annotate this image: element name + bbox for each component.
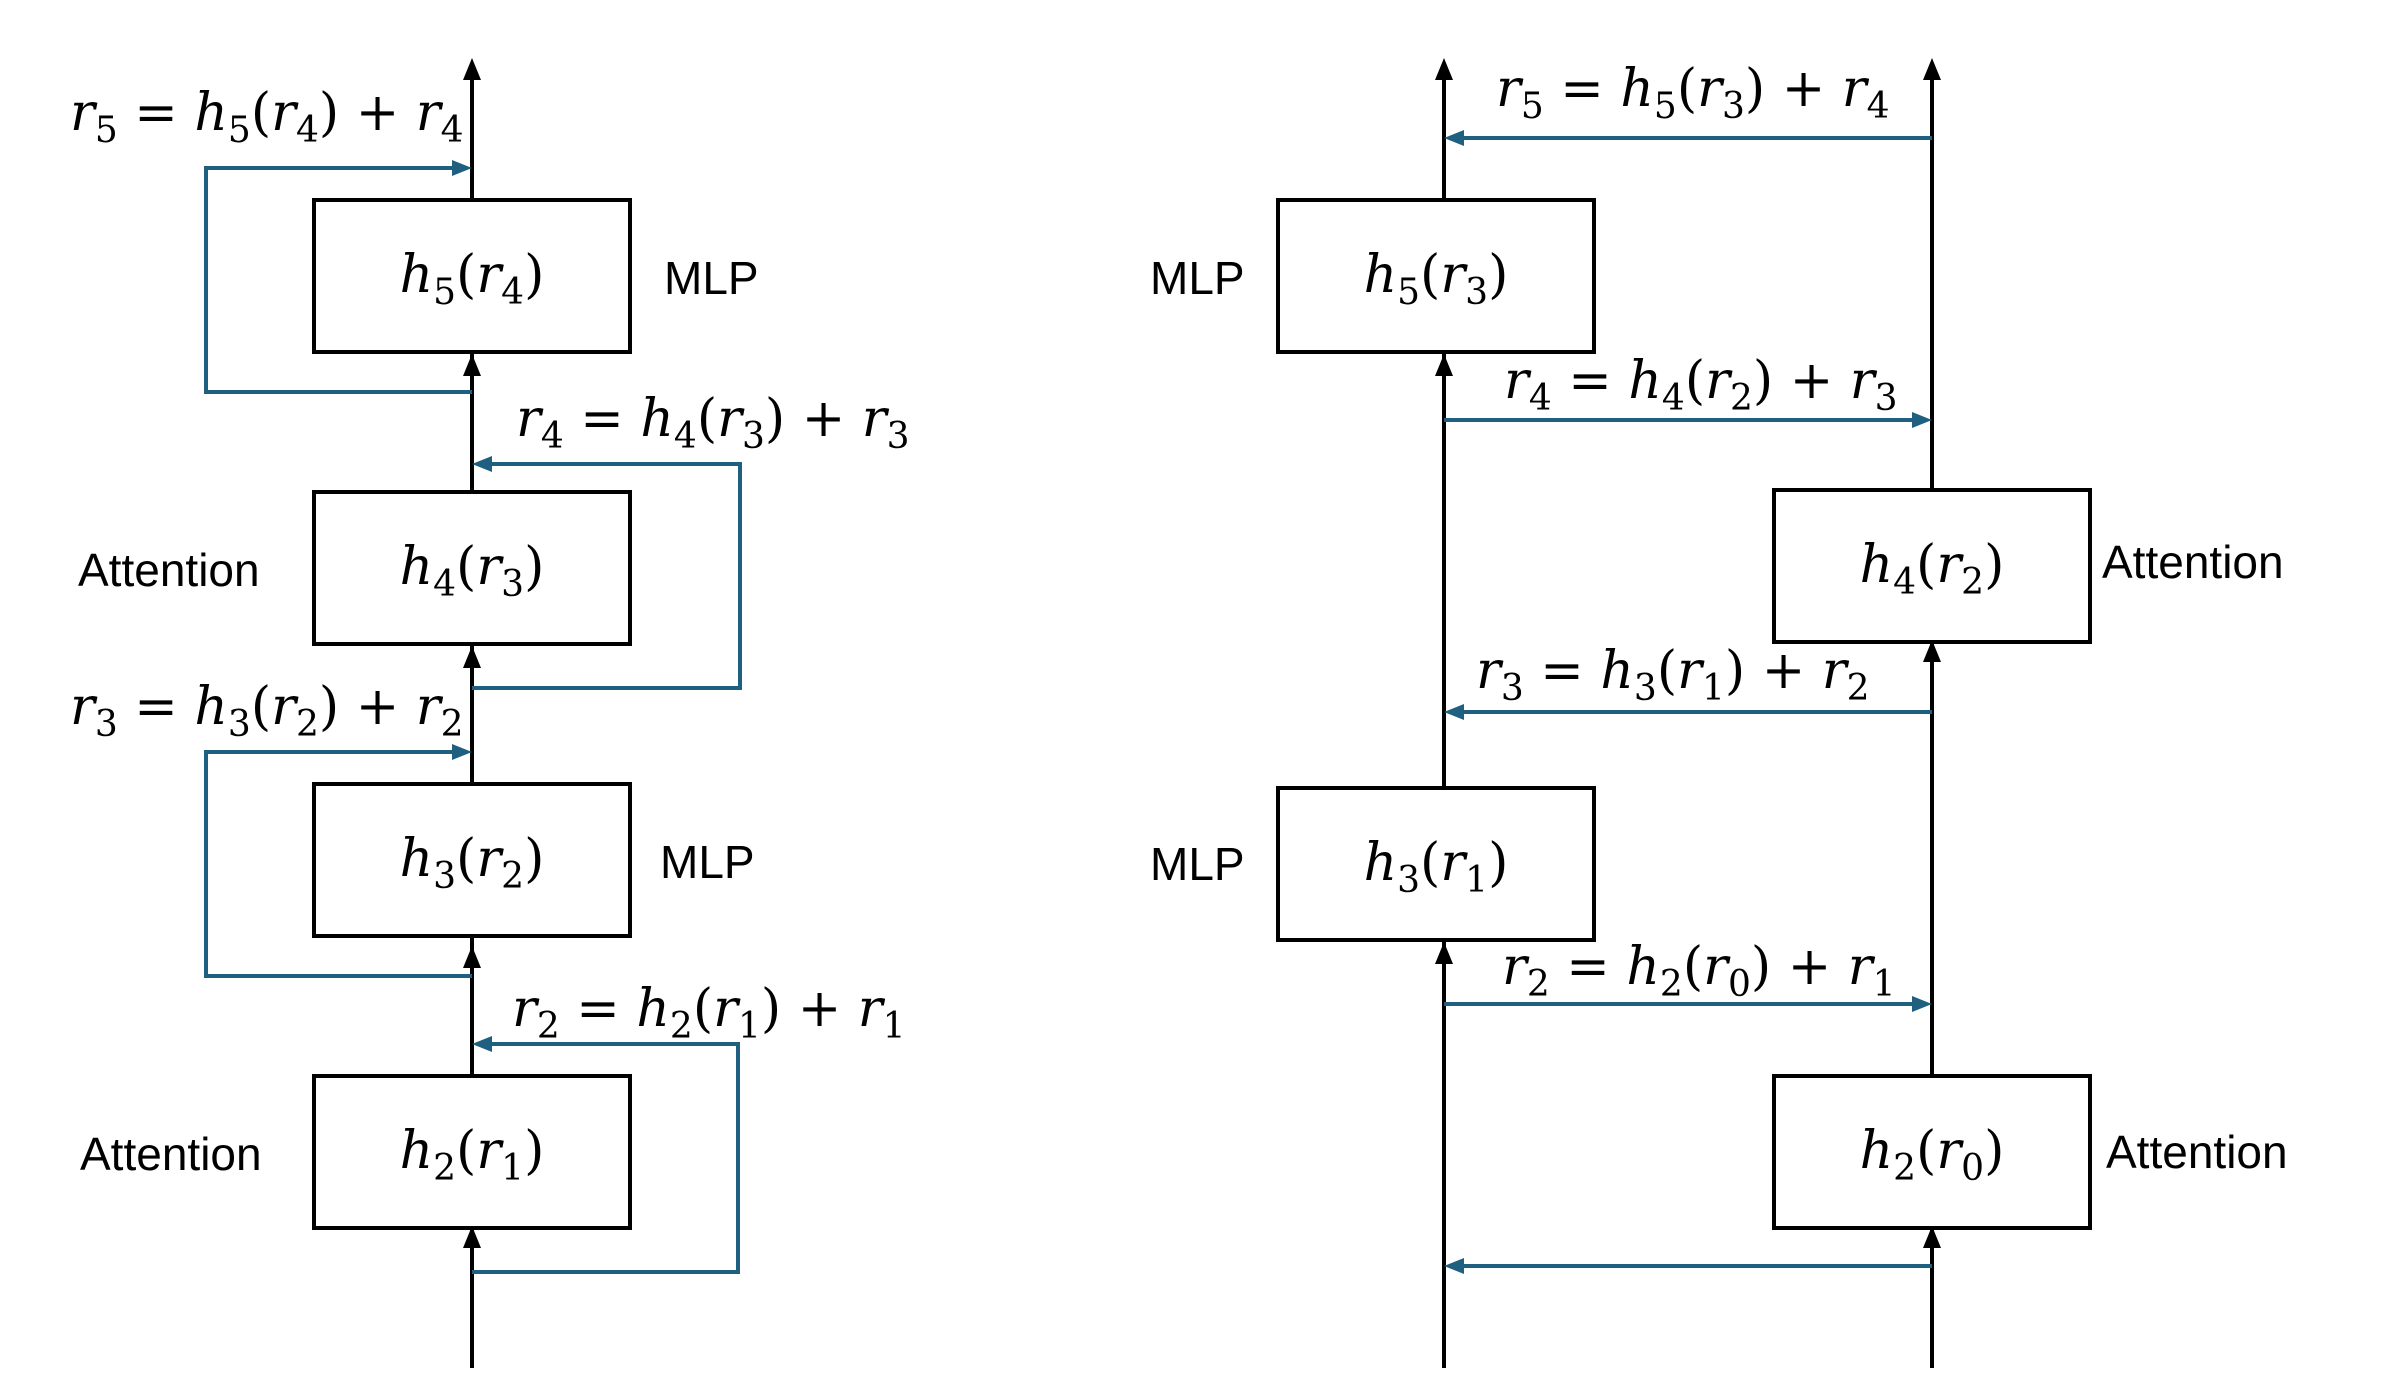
- svg-text:h5(r3): h5(r3): [1364, 245, 1509, 313]
- left-skip-h4-arrowhead: [472, 456, 492, 472]
- right-label-mlp-h5: MLP: [1150, 252, 1245, 304]
- right-equation-r2: r2 = h2(r0) + r1: [1502, 937, 1896, 1005]
- left-label-attention-h2: Attention: [80, 1128, 262, 1180]
- left-block-h2: h2(r1): [312, 1074, 632, 1230]
- left-label-mlp-h3: MLP: [660, 836, 755, 888]
- right-arrow-into-h3: [1435, 942, 1453, 964]
- right-label-mlp-h3: MLP: [1150, 838, 1245, 890]
- left-arrow-into-h4: [463, 646, 481, 668]
- right-block-h5: h5(r3): [1276, 198, 1596, 354]
- left-equation-r5: r5 = h5(r4) + r4: [70, 83, 464, 151]
- right-arrow-into-h5: [1435, 354, 1453, 376]
- right-stream-a-output-arrow: [1435, 58, 1453, 80]
- left-skip-h2: [472, 1042, 740, 1274]
- right-block-h2: h2(r0): [1772, 1074, 2092, 1230]
- right-equation-r5: r5 = h5(r3) + r4: [1496, 59, 1890, 127]
- left-skip-h5: [204, 166, 472, 394]
- svg-text:h4(r3): h4(r3): [400, 537, 545, 605]
- left-skip-h3-arrowhead: [452, 744, 472, 760]
- svg-text:h2(r1): h2(r1): [400, 1121, 545, 1189]
- right-cross-r4-arrowhead: [1912, 412, 1932, 428]
- right-label-attention-h4: Attention: [2102, 536, 2284, 588]
- left-skip-h4: [472, 462, 742, 690]
- left-arrow-into-h5: [463, 354, 481, 376]
- left-label-attention-h4: Attention: [78, 544, 260, 596]
- left-skip-h2-arrowhead: [472, 1036, 492, 1052]
- right-block-h3: h3(r1): [1276, 786, 1596, 942]
- right-cross-r1-arrowhead: [1444, 1258, 1464, 1274]
- right-block-h4: h4(r2): [1772, 488, 2092, 644]
- right-arrow-into-h2: [1923, 1226, 1941, 1248]
- right-arrow-into-h4: [1923, 640, 1941, 662]
- svg-text:h2(r0): h2(r0): [1860, 1121, 2005, 1189]
- left-stream-output-arrow: [463, 58, 481, 80]
- left-block-h4: h4(r3): [312, 490, 632, 646]
- left-equation-r3: r3 = h3(r2) + r2: [70, 677, 464, 745]
- right-equation-r4: r4 = h4(r2) + r3: [1504, 351, 1898, 419]
- svg-text:h3(r2): h3(r2): [400, 829, 545, 897]
- svg-text:h3(r1): h3(r1): [1364, 833, 1509, 901]
- right-cross-r5-arrowhead: [1444, 130, 1464, 146]
- left-arrow-into-h3: [463, 946, 481, 968]
- svg-text:h4(r2): h4(r2): [1860, 535, 2005, 603]
- left-skip-h3: [204, 750, 472, 978]
- right-cross-r2-arrowhead: [1912, 996, 1932, 1012]
- left-equation-r4: r4 = h4(r3) + r3: [516, 389, 910, 457]
- right-stream-b-output-arrow: [1923, 58, 1941, 80]
- left-arrow-into-h2: [463, 1226, 481, 1248]
- left-block-h3: h3(r2): [312, 782, 632, 938]
- left-label-mlp-h5: MLP: [664, 252, 759, 304]
- right-label-attention-h2: Attention: [2106, 1126, 2288, 1178]
- right-cross-r3-arrowhead: [1444, 704, 1464, 720]
- right-equation-r3: r3 = h3(r1) + r2: [1476, 641, 1870, 709]
- right-panel: h2(r0) Attention h3(r1) MLP h4(r2) Atten…: [1150, 58, 2288, 1368]
- left-panel: h2(r1) Attention h3(r2) MLP h4(r3) Atten…: [70, 58, 910, 1368]
- left-block-h5: h5(r4): [312, 198, 632, 354]
- left-skip-h5-arrowhead: [452, 160, 472, 176]
- svg-text:h5(r4): h5(r4): [400, 245, 545, 313]
- left-equation-r2: r2 = h2(r1) + r1: [512, 979, 906, 1047]
